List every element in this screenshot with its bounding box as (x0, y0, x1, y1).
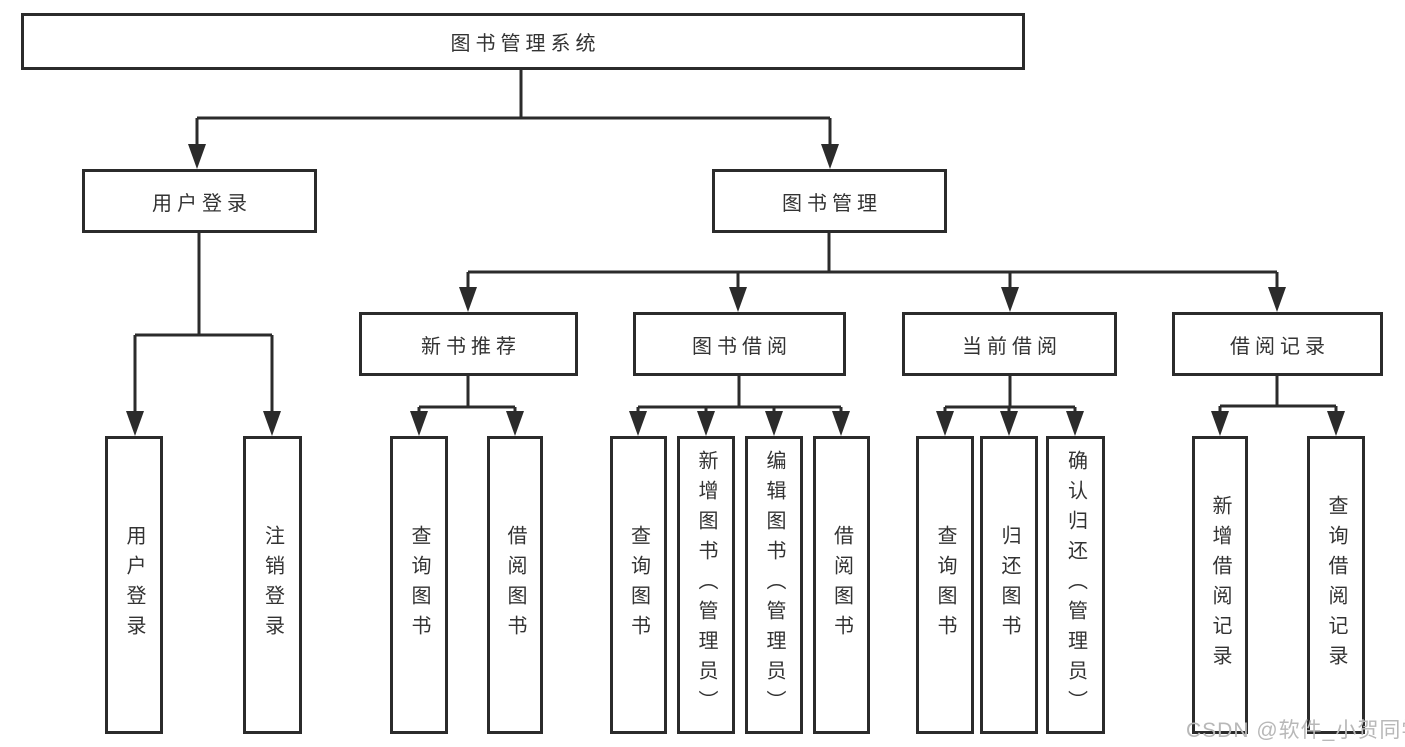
arrow-down-icon (1001, 287, 1019, 312)
watermark: CSDN @软件_小贺同学 (1186, 719, 1405, 742)
leaf-label: 借阅图书 (830, 525, 853, 645)
arrow-down-icon (936, 411, 954, 436)
leaf-label: 借阅图书 (504, 525, 526, 645)
connector-book-borrowing (636, 375, 843, 414)
connector-current-borrowing (943, 375, 1077, 414)
leaf-query-borrow-record: 查询借阅记录 (1307, 436, 1365, 734)
arrow-down-icon (832, 411, 850, 436)
leaf-label: 用户登录 (123, 525, 145, 645)
leaf-borrow-books-borrowing: 借阅图书 (813, 436, 870, 734)
arrow-down-icon (263, 411, 281, 436)
leaf-label: 新增图书（管理员） (695, 450, 717, 720)
arrow-down-icon (697, 411, 715, 436)
leaf-query-books-borrowing: 查询图书 (610, 436, 667, 734)
leaf-label: 确认归还（管理员） (1064, 450, 1087, 720)
connector-user-login (133, 233, 274, 414)
arrow-down-icon (821, 144, 839, 169)
arrow-down-icon (126, 411, 144, 436)
leaf-add-books-admin: 新增图书（管理员） (677, 436, 735, 734)
arrowhead-icons (126, 144, 1345, 436)
leaf-return-books: 归还图书 (980, 436, 1038, 734)
leaf-label: 查询图书 (934, 525, 956, 645)
arrow-down-icon (1268, 287, 1286, 312)
leaf-borrow-books-recommend: 借阅图书 (487, 436, 543, 734)
node-book-management: 图书管理 (712, 169, 947, 233)
arrow-down-icon (410, 411, 428, 436)
node-label: 用户登录 (152, 192, 252, 215)
node-current-borrowing: 当前借阅 (902, 312, 1117, 376)
arrow-down-icon (506, 411, 524, 436)
arrow-down-icon (1211, 411, 1229, 436)
connector-book-management (466, 233, 1279, 291)
leaf-add-borrow-record: 新增借阅记录 (1192, 436, 1248, 734)
arrow-down-icon (459, 287, 477, 312)
arrow-down-icon (1000, 411, 1018, 436)
arrow-down-icon (1066, 411, 1084, 436)
leaf-user-login: 用户登录 (105, 436, 163, 734)
leaf-label: 新增借阅记录 (1209, 495, 1231, 675)
leaf-label: 注销登录 (261, 525, 284, 645)
leaf-confirm-return-admin: 确认归还（管理员） (1046, 436, 1105, 734)
leaf-label: 编辑图书（管理员） (763, 450, 785, 720)
node-new-book-recommendation: 新书推荐 (359, 312, 578, 376)
node-borrowing-records: 借阅记录 (1172, 312, 1383, 376)
node-library-system: 图书管理系统 (21, 13, 1025, 70)
connector-lines (133, 69, 1338, 414)
arrow-down-icon (1327, 411, 1345, 436)
connector-root (195, 69, 832, 146)
connector-borrowing-records (1218, 375, 1338, 414)
node-label: 图书借阅 (692, 335, 792, 358)
leaf-label: 归还图书 (998, 525, 1020, 645)
arrow-down-icon (765, 411, 783, 436)
arrow-down-icon (629, 411, 647, 436)
node-label: 图书管理 (782, 192, 882, 215)
node-label: 当前借阅 (962, 335, 1062, 358)
node-user-login: 用户登录 (82, 169, 317, 233)
node-book-borrowing: 图书借阅 (633, 312, 846, 376)
arrow-down-icon (188, 144, 206, 169)
leaf-label: 查询借阅记录 (1325, 495, 1347, 675)
node-label: 图书管理系统 (450, 33, 601, 55)
leaf-edit-books-admin: 编辑图书（管理员） (745, 436, 803, 734)
node-label: 新书推荐 (421, 335, 521, 358)
node-label: 借阅记录 (1230, 335, 1330, 358)
connector-new-book-recommendation (417, 375, 517, 414)
arrow-down-icon (729, 287, 747, 312)
leaf-query-books-recommend: 查询图书 (390, 436, 448, 734)
leaf-logout-login: 注销登录 (243, 436, 302, 734)
leaf-label: 查询图书 (627, 525, 650, 645)
leaf-query-books-current: 查询图书 (916, 436, 974, 734)
leaf-label: 查询图书 (408, 525, 430, 645)
